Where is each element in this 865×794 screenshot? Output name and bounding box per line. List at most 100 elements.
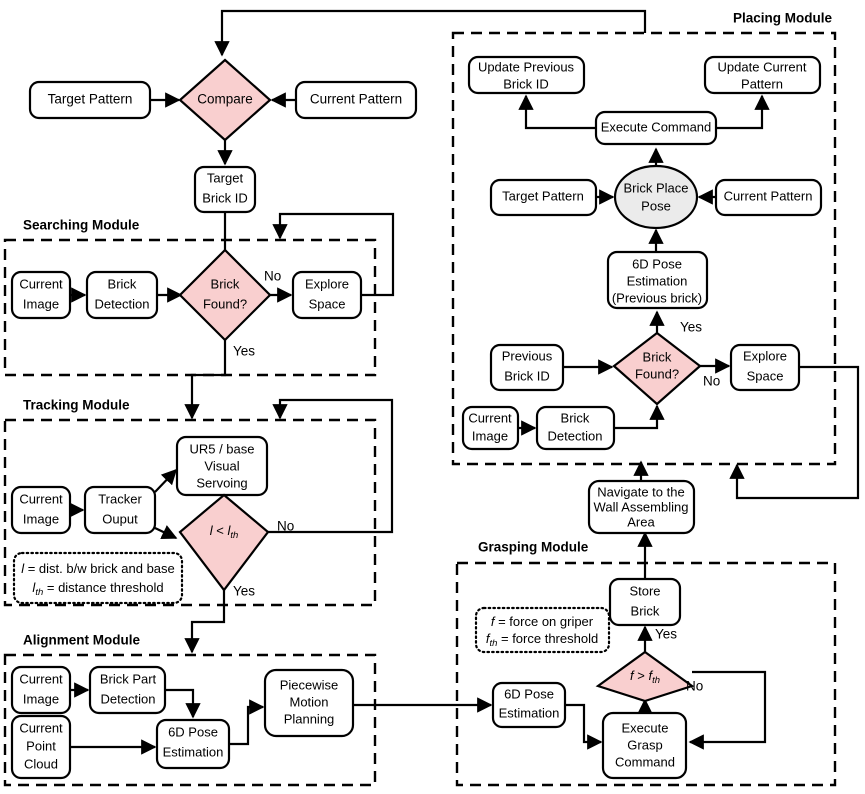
legend-grasping-l2-var: f bbox=[486, 631, 491, 646]
node-tracker-output bbox=[83, 485, 157, 535]
label-execute-grasp-l2: Grasp bbox=[627, 737, 662, 752]
label-searching-brick-detection-l2: Detection bbox=[95, 296, 150, 311]
label-searching-brick-found-l1: Brick bbox=[211, 276, 240, 291]
label-tracker-output-l2: Ouput bbox=[102, 511, 138, 526]
legend-tracking-l2-var: l bbox=[32, 580, 36, 595]
label-tracking-cond-rhs: l bbox=[227, 523, 231, 538]
label-tracking-cond-op: < bbox=[213, 523, 228, 538]
node-brick-place-pose bbox=[613, 164, 699, 230]
label-grasping-no: No bbox=[686, 679, 703, 694]
edge-tracker-to-distance-decision bbox=[154, 525, 178, 539]
label-grasping-pose-l2: Estimation bbox=[499, 705, 560, 720]
label-brick-part-detection-l1: Brick Part bbox=[100, 671, 157, 686]
label-visual-servoing-l1: UR5 / base bbox=[189, 441, 254, 456]
label-placing-explore-l2: Space bbox=[747, 368, 784, 383]
label-alignment-current-image-l1: Current bbox=[19, 671, 63, 686]
label-update-prev-brick-l1: Update Previous bbox=[478, 59, 575, 74]
label-visual-servoing-l3: Servoing bbox=[196, 475, 247, 490]
legend-tracking-l2-sub: th bbox=[35, 587, 43, 598]
edge-part-detection-to-pose bbox=[165, 688, 201, 719]
node-tracking-distance-decision bbox=[178, 493, 270, 592]
legend-tracking-l1-text: = dist. b/w brick and base bbox=[24, 561, 175, 576]
edge-grasping-pose-to-execute bbox=[565, 703, 603, 750]
label-placing-current-image-l2: Image bbox=[472, 428, 508, 443]
module-title-grasping: Grasping Module bbox=[478, 540, 589, 555]
label-point-cloud-l1: Current bbox=[19, 720, 63, 735]
module-box-tracking bbox=[3, 418, 377, 607]
label-searching-yes: Yes bbox=[233, 344, 255, 359]
label-motion-planning-l3: Planning bbox=[284, 711, 335, 726]
node-placing-brick-found-decision bbox=[612, 331, 702, 406]
node-force-decision bbox=[595, 650, 695, 703]
edge-force-no-loopback bbox=[688, 670, 767, 750]
label-searching-explore-l2: Space bbox=[309, 296, 346, 311]
module-title-placing: Placing Module bbox=[733, 11, 833, 26]
label-update-prev-brick-l2: Brick ID bbox=[503, 76, 549, 91]
label-placing-explore-l1: Explore bbox=[743, 348, 787, 363]
label-tracking-current-image-l1: Current bbox=[19, 491, 63, 506]
label-tracking-cond-rhs-sub: th bbox=[230, 530, 238, 541]
module-box-searching bbox=[3, 238, 377, 377]
label-tracking-cond-lhs: l bbox=[210, 523, 214, 538]
label-placing-pose-l3: (Previous brick) bbox=[612, 290, 702, 305]
label-searching-explore-l1: Explore bbox=[305, 276, 349, 291]
edge-execute-to-update-current bbox=[716, 94, 770, 130]
node-visual-servoing bbox=[175, 435, 269, 497]
legend-box-grasping bbox=[474, 606, 611, 654]
label-update-curr-pattern-l1: Update Current bbox=[718, 59, 807, 74]
edge-placing-explore-loopback bbox=[729, 365, 860, 500]
label-placing-brick-found-l2: Found? bbox=[635, 366, 679, 381]
label-brick-part-detection-l2: Detection bbox=[101, 691, 156, 706]
label-searching-current-image-l1: Current bbox=[19, 276, 63, 291]
legend-grasping-l2-text: = force threshold bbox=[497, 631, 598, 646]
label-navigate-l2: Wall Assembling bbox=[594, 499, 689, 514]
module-box-placing bbox=[451, 31, 837, 466]
legend-grasping-l1-var: f bbox=[491, 614, 496, 629]
label-visual-servoing-l2: Visual bbox=[204, 458, 239, 473]
legend-tracking-line2: lth = distance threshold bbox=[32, 580, 163, 597]
label-force-lhs: f bbox=[630, 668, 635, 683]
label-current-pattern-top: Current Pattern bbox=[310, 92, 402, 107]
edge-searching-yes-to-tracking bbox=[184, 340, 227, 420]
label-placing-no: No bbox=[703, 374, 720, 389]
label-tracking-current-image-l2: Image bbox=[23, 511, 59, 526]
node-searching-brick-found-decision bbox=[178, 248, 272, 342]
node-update-current-pattern bbox=[703, 55, 822, 95]
edge-tracker-to-visual-servoing bbox=[154, 468, 178, 493]
label-store-brick-l1: Store bbox=[629, 583, 660, 598]
node-placing-pose-estimation bbox=[606, 250, 709, 310]
label-tracker-output-l1: Tracker bbox=[98, 491, 142, 506]
label-placing-target-pattern: Target Pattern bbox=[502, 188, 584, 203]
legend-tracking-l1-var: l bbox=[21, 561, 25, 576]
label-placing-current-image-l1: Current bbox=[468, 410, 512, 425]
label-tracking-yes: Yes bbox=[233, 584, 255, 599]
label-force-condition: f > fth bbox=[630, 668, 660, 685]
edge-pose-to-motion-planning bbox=[229, 699, 265, 746]
label-compare: Compare bbox=[197, 92, 253, 107]
label-execute-grasp-l3: Command bbox=[615, 754, 675, 769]
legend-grasping-line2: fth = force threshold bbox=[486, 631, 598, 648]
label-placing-brick-detection-l1: Brick bbox=[561, 410, 590, 425]
legend-box-tracking bbox=[12, 551, 184, 605]
edge-tracking-yes-to-alignment bbox=[184, 590, 226, 654]
edge-tracking-no-loopback bbox=[268, 398, 394, 534]
label-brick-place-pose-l2: Pose bbox=[641, 198, 671, 213]
label-alignment-pose-l1: 6D Pose bbox=[168, 724, 218, 739]
label-previous-brick-id-l2: Brick ID bbox=[504, 368, 550, 383]
label-point-cloud-l2: Point bbox=[26, 738, 56, 753]
label-placing-brick-detection-l2: Detection bbox=[548, 428, 603, 443]
module-title-searching: Searching Module bbox=[23, 218, 140, 233]
module-title-alignment: Alignment Module bbox=[23, 633, 140, 648]
label-grasping-yes: Yes bbox=[655, 627, 677, 642]
label-brick-place-pose-l1: Brick Place bbox=[623, 180, 688, 195]
label-searching-brick-detection-l1: Brick bbox=[108, 276, 137, 291]
legend-grasping-line1: f = force on griper bbox=[491, 614, 594, 629]
label-target-brick-id-line1: Target bbox=[207, 170, 244, 185]
label-target-pattern-top: Target Pattern bbox=[48, 92, 133, 107]
label-placing-pose-l2: Estimation bbox=[627, 273, 688, 288]
label-placing-brick-found-l1: Brick bbox=[643, 349, 672, 364]
label-update-curr-pattern-l2: Pattern bbox=[741, 76, 783, 91]
edge-execute-to-update-prev bbox=[518, 94, 596, 130]
node-piecewise-motion-planning bbox=[263, 668, 355, 738]
label-force-rhs-sub: th bbox=[652, 675, 660, 686]
